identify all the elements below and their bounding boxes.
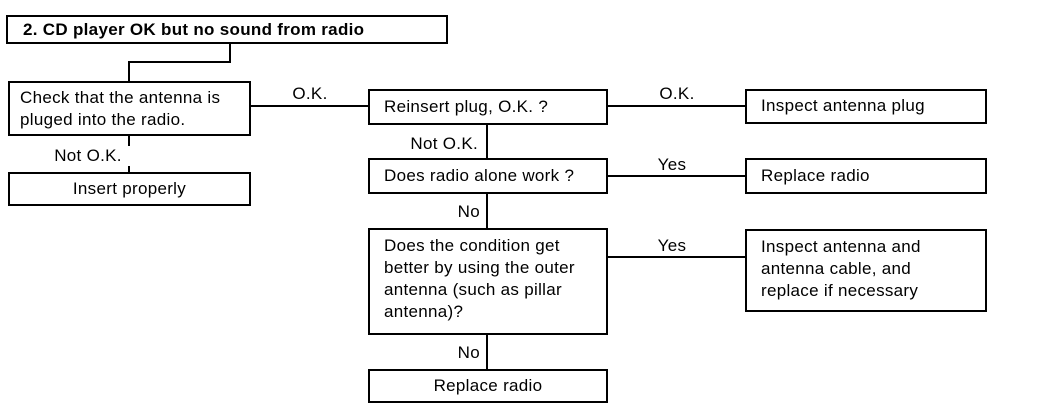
connector-condition-to-replace-final xyxy=(486,335,488,369)
edge-label-no-2: No xyxy=(428,343,480,363)
node-inspect-antenna-plug: Inspect antenna plug xyxy=(745,89,987,124)
connector-condition-to-inspect-cable xyxy=(608,256,745,258)
edge-label-ok-2: O.K. xyxy=(650,84,704,104)
edge-label-not-ok-1: Not O.K. xyxy=(46,146,130,166)
edge-label-yes-2: Yes xyxy=(650,236,694,256)
node-outer-antenna-condition: Does the condition get better by using t… xyxy=(368,228,608,335)
edge-label-ok-1: O.K. xyxy=(283,84,337,104)
edge-label-not-ok-2: Not O.K. xyxy=(398,134,478,154)
node-inspect-antenna-cable: Inspect antenna and antenna cable, and r… xyxy=(745,229,987,312)
connector-title-into-check xyxy=(128,61,130,81)
edge-label-no-1: No xyxy=(428,202,480,222)
edge-label-yes-1: Yes xyxy=(650,155,694,175)
node-reinsert-plug: Reinsert plug, O.K. ? xyxy=(368,89,608,125)
connector-radio-alone-to-condition xyxy=(486,194,488,228)
node-check-antenna: Check that the antenna is pluged into th… xyxy=(8,81,251,136)
node-replace-radio-right: Replace radio xyxy=(745,158,987,194)
node-title: 2. CD player OK but no sound from radio xyxy=(6,15,448,44)
node-does-radio-alone-work: Does radio alone work ? xyxy=(368,158,608,194)
connector-reinsert-to-inspect-plug xyxy=(608,105,745,107)
connector-title-across xyxy=(128,61,231,63)
connector-title-down xyxy=(229,44,231,63)
connector-radio-alone-to-replace xyxy=(608,175,745,177)
node-replace-radio-final: Replace radio xyxy=(368,369,608,403)
connector-reinsert-to-radio-alone xyxy=(486,125,488,158)
node-insert-properly: Insert properly xyxy=(8,172,251,206)
connector-check-to-reinsert xyxy=(251,105,368,107)
